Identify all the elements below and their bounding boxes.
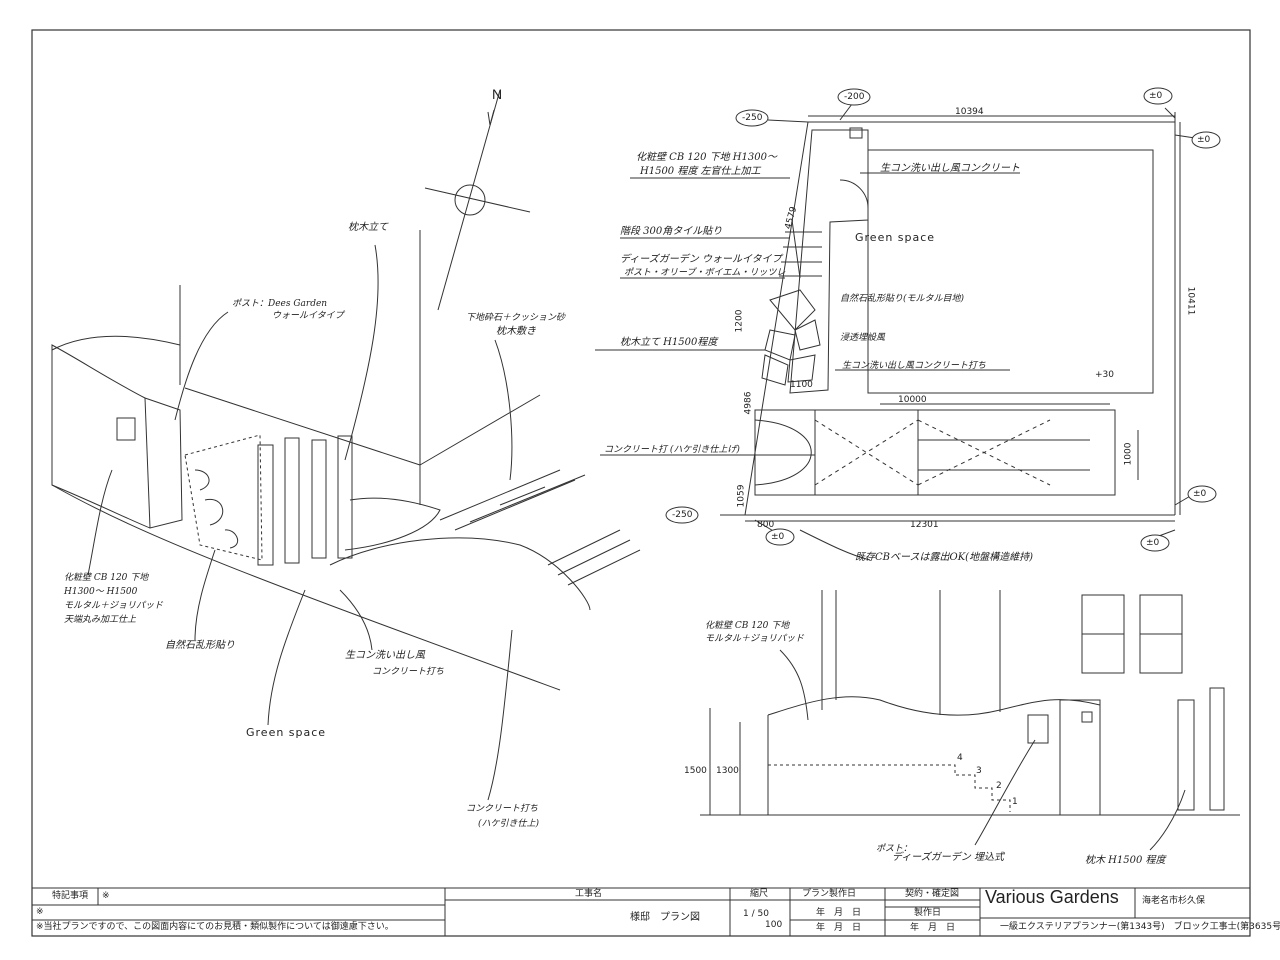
tb-company: Various Gardens [985,887,1119,907]
elev-dim-1300: 1300 [716,766,739,776]
dim-mid: 10000 [898,395,927,405]
tb-plan-date-label: プラン製作日 [802,889,857,899]
level-minus250-b: -250 [672,510,693,520]
persp-wall-3: モルタル＋ジョリパッド [64,601,164,611]
tb-special-label: 特記事項 [52,891,89,901]
dim-top: 10394 [955,107,984,117]
dim-1100: 1100 [790,380,813,390]
tb-license: 一級エクステリアプランナー(第1343号) ブロック工事士(第3635号) [1000,922,1280,932]
level-markers [665,87,1221,552]
elev-step-1: 1 [1012,797,1018,807]
persp-wall-1: 化粧壁 CB 120 下地 [64,573,149,583]
dim-bottom: 12301 [910,520,939,530]
dim-right: 10411 [1185,286,1196,316]
tb-project-value: 様邸 プラン図 [630,912,700,923]
tb-scale-value-1: 1 / 50 [743,909,769,919]
persp-concrete-1: コンクリート打ち [466,804,539,814]
level-zero-b: ±0 [1197,135,1211,145]
level-zero-e: ±0 [771,532,785,542]
tb-disclaimer: ※当社プランですので、この図面内容にてのお見積・類似製作については御遠慮下さい。 [36,922,394,932]
persp-sleeper-floor-1: 下地砕石＋クッション砂 [466,313,566,323]
plan-wall-note-2: H1500 程度 左官仕上加工 [640,166,761,177]
persp-wash-2: コンクリート打ち [372,667,445,677]
tb-date-row-2: 年 月 日 [816,923,862,933]
dim-800: 800 [757,520,775,530]
plan-view [595,99,1196,561]
north-arrow [424,89,531,311]
plan-deesgarden-2: ポスト・オリーブ・ボイエム・リッツレ [624,268,786,278]
elev-step-2: 2 [996,781,1002,791]
tb-note-mark: ※ [36,907,44,917]
elev-sleeper: 枕木 H1500 程度 [1085,855,1166,866]
plan-wall-note-1: 化粧壁 CB 120 下地 H1300～ [636,152,777,163]
plan-concrete-drive: コンクリート打 (ハケ引き仕上げ) [604,445,740,455]
persp-green-space: Green space [246,726,327,739]
persp-wall-4: 天端丸み加工仕上 [64,615,137,625]
persp-sleeper-floor-2: 枕木敷き [496,326,536,337]
north-label: N [492,86,503,102]
level-zero-d: ±0 [1146,538,1160,548]
perspective-sketch [51,230,641,801]
plan-sleeper-post: 枕木立て H1500程度 [620,337,718,348]
dim-drive-h: 1000 [1123,442,1134,466]
persp-post-1: ポスト：Dees Garden [232,299,328,309]
elevation-view [700,590,1240,851]
plan-natural-stone: 自然石乱形貼り(モルタル目地) [840,294,965,304]
elev-post-2: ディーズガーデン 埋込式 [892,852,1004,863]
persp-post-2: ウォールイタイプ [272,311,344,321]
plan-deesgarden-1: ディーズガーデン ウォールイタイプ [620,254,782,265]
plan-steps: 階段 300角タイル貼り [620,226,723,237]
level-zero-c: ±0 [1193,489,1207,499]
persp-natural-stone: 自然石乱形貼り [165,640,235,651]
tb-production-label: 製作日 [914,908,942,918]
plan-concrete-bottom: 生コン洗い出し風コンクリート打ち [842,361,987,371]
persp-wall-2: H1300～ H1500 [64,587,138,597]
level-minus200: -200 [844,92,865,102]
elev-post-1: ポスト： [876,844,913,854]
dim-wall-1200: 1200 [734,309,745,333]
tb-special-mark: ※ [102,891,110,901]
dim-4986: 4986 [743,391,754,415]
tb-date-row-3: 年 月 日 [910,923,956,933]
persp-wash-1: 生コン洗い出し風 [345,650,425,661]
tb-project-label: 工事名 [575,889,603,899]
plan-cb-base-note: 既存CBベースは露出OK(地盤構造維持) [855,552,1033,563]
tb-scale-label: 縮尺 [750,889,769,899]
plan-concrete-top: 生コン洗い出し風コンクリート [880,163,1020,174]
elev-wall-1: 化粧壁 CB 120 下地 [705,621,790,631]
dim-plus30: +30 [1095,370,1114,380]
title-block [32,887,1250,936]
sheet-border [31,29,1251,937]
persp-sleeper-post: 枕木立て [348,222,388,233]
tb-date-row-1: 年 月 日 [816,908,862,918]
elev-wall-2: モルタル＋ジョリパッド [705,634,805,644]
elev-step-4: 4 [957,753,963,763]
level-zero-a: ±0 [1149,91,1163,101]
tb-scale-value-2: 100 [765,920,783,930]
plan-cushion-sand: 浸透埋設風 [840,333,886,343]
level-minus250-a: -250 [742,113,763,123]
elev-step-3: 3 [976,766,982,776]
tb-contract-label: 契約・確定図 [905,889,960,899]
dim-1059: 1059 [736,484,747,508]
plan-green-space: Green space [855,231,936,244]
persp-concrete-2: (ハケ引き仕上) [478,819,540,829]
tb-location: 海老名市杉久保 [1142,896,1206,906]
elev-dim-1500: 1500 [684,766,707,776]
